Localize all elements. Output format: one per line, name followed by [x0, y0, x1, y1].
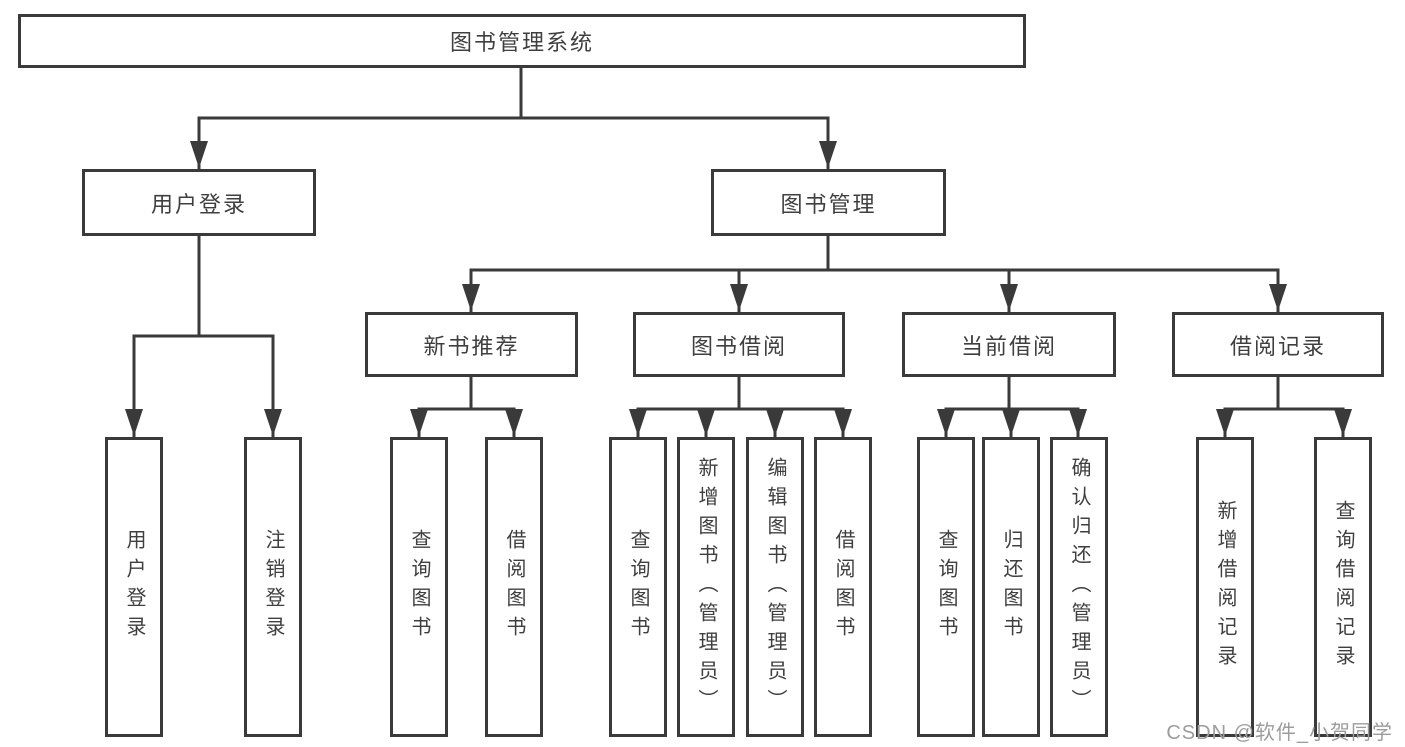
leaf-label: 查询图书 — [408, 529, 430, 645]
leaf-query-books-borrow: 查询图书 — [609, 437, 667, 737]
leaf-user-login: 用户登录 — [105, 437, 163, 737]
leaf-return-books: 归还图书 — [982, 437, 1040, 737]
leaf-label: 借阅图书 — [832, 529, 854, 645]
leaf-label: 编辑图书（管理员） — [764, 456, 786, 718]
node-new-book-recommend: 新书推荐 — [365, 312, 578, 377]
leaf-label: 归还图书 — [1000, 529, 1022, 645]
leaf-label: 查询借阅记录 — [1332, 500, 1354, 674]
leaf-borrow-books: 借阅图书 — [814, 437, 872, 737]
leaf-borrow-books-recommend: 借阅图书 — [485, 437, 543, 737]
node-book-management: 图书管理 — [711, 169, 946, 236]
leaf-logout: 注销登录 — [244, 437, 302, 737]
csdn-watermark: CSDN @软件_小贺同学 — [1166, 722, 1393, 744]
node-user-login: 用户登录 — [82, 169, 316, 236]
node-book-management-system: 图书管理系统 — [18, 14, 1026, 68]
node-borrow-records: 借阅记录 — [1172, 312, 1384, 377]
leaf-add-book-admin: 新增图书（管理员） — [677, 437, 735, 737]
leaf-label: 确认归还（管理员） — [1068, 456, 1090, 718]
leaf-query-books-current: 查询图书 — [917, 437, 975, 737]
node-current-borrow: 当前借阅 — [902, 312, 1116, 377]
leaf-query-borrow-record: 查询借阅记录 — [1314, 437, 1372, 737]
node-book-borrow: 图书借阅 — [633, 312, 845, 377]
leaf-label: 查询图书 — [627, 529, 649, 645]
leaf-query-books-recommend: 查询图书 — [390, 437, 448, 737]
leaf-label: 注销登录 — [262, 529, 284, 645]
leaf-label: 新增图书（管理员） — [695, 456, 717, 718]
leaf-label: 新增借阅记录 — [1214, 500, 1236, 674]
leaf-add-borrow-record: 新增借阅记录 — [1196, 437, 1254, 737]
leaf-label: 借阅图书 — [503, 529, 525, 645]
leaf-label: 查询图书 — [935, 529, 957, 645]
leaf-confirm-return-admin: 确认归还（管理员） — [1050, 437, 1108, 737]
leaf-edit-book-admin: 编辑图书（管理员） — [746, 437, 804, 737]
leaf-label: 用户登录 — [123, 529, 145, 645]
